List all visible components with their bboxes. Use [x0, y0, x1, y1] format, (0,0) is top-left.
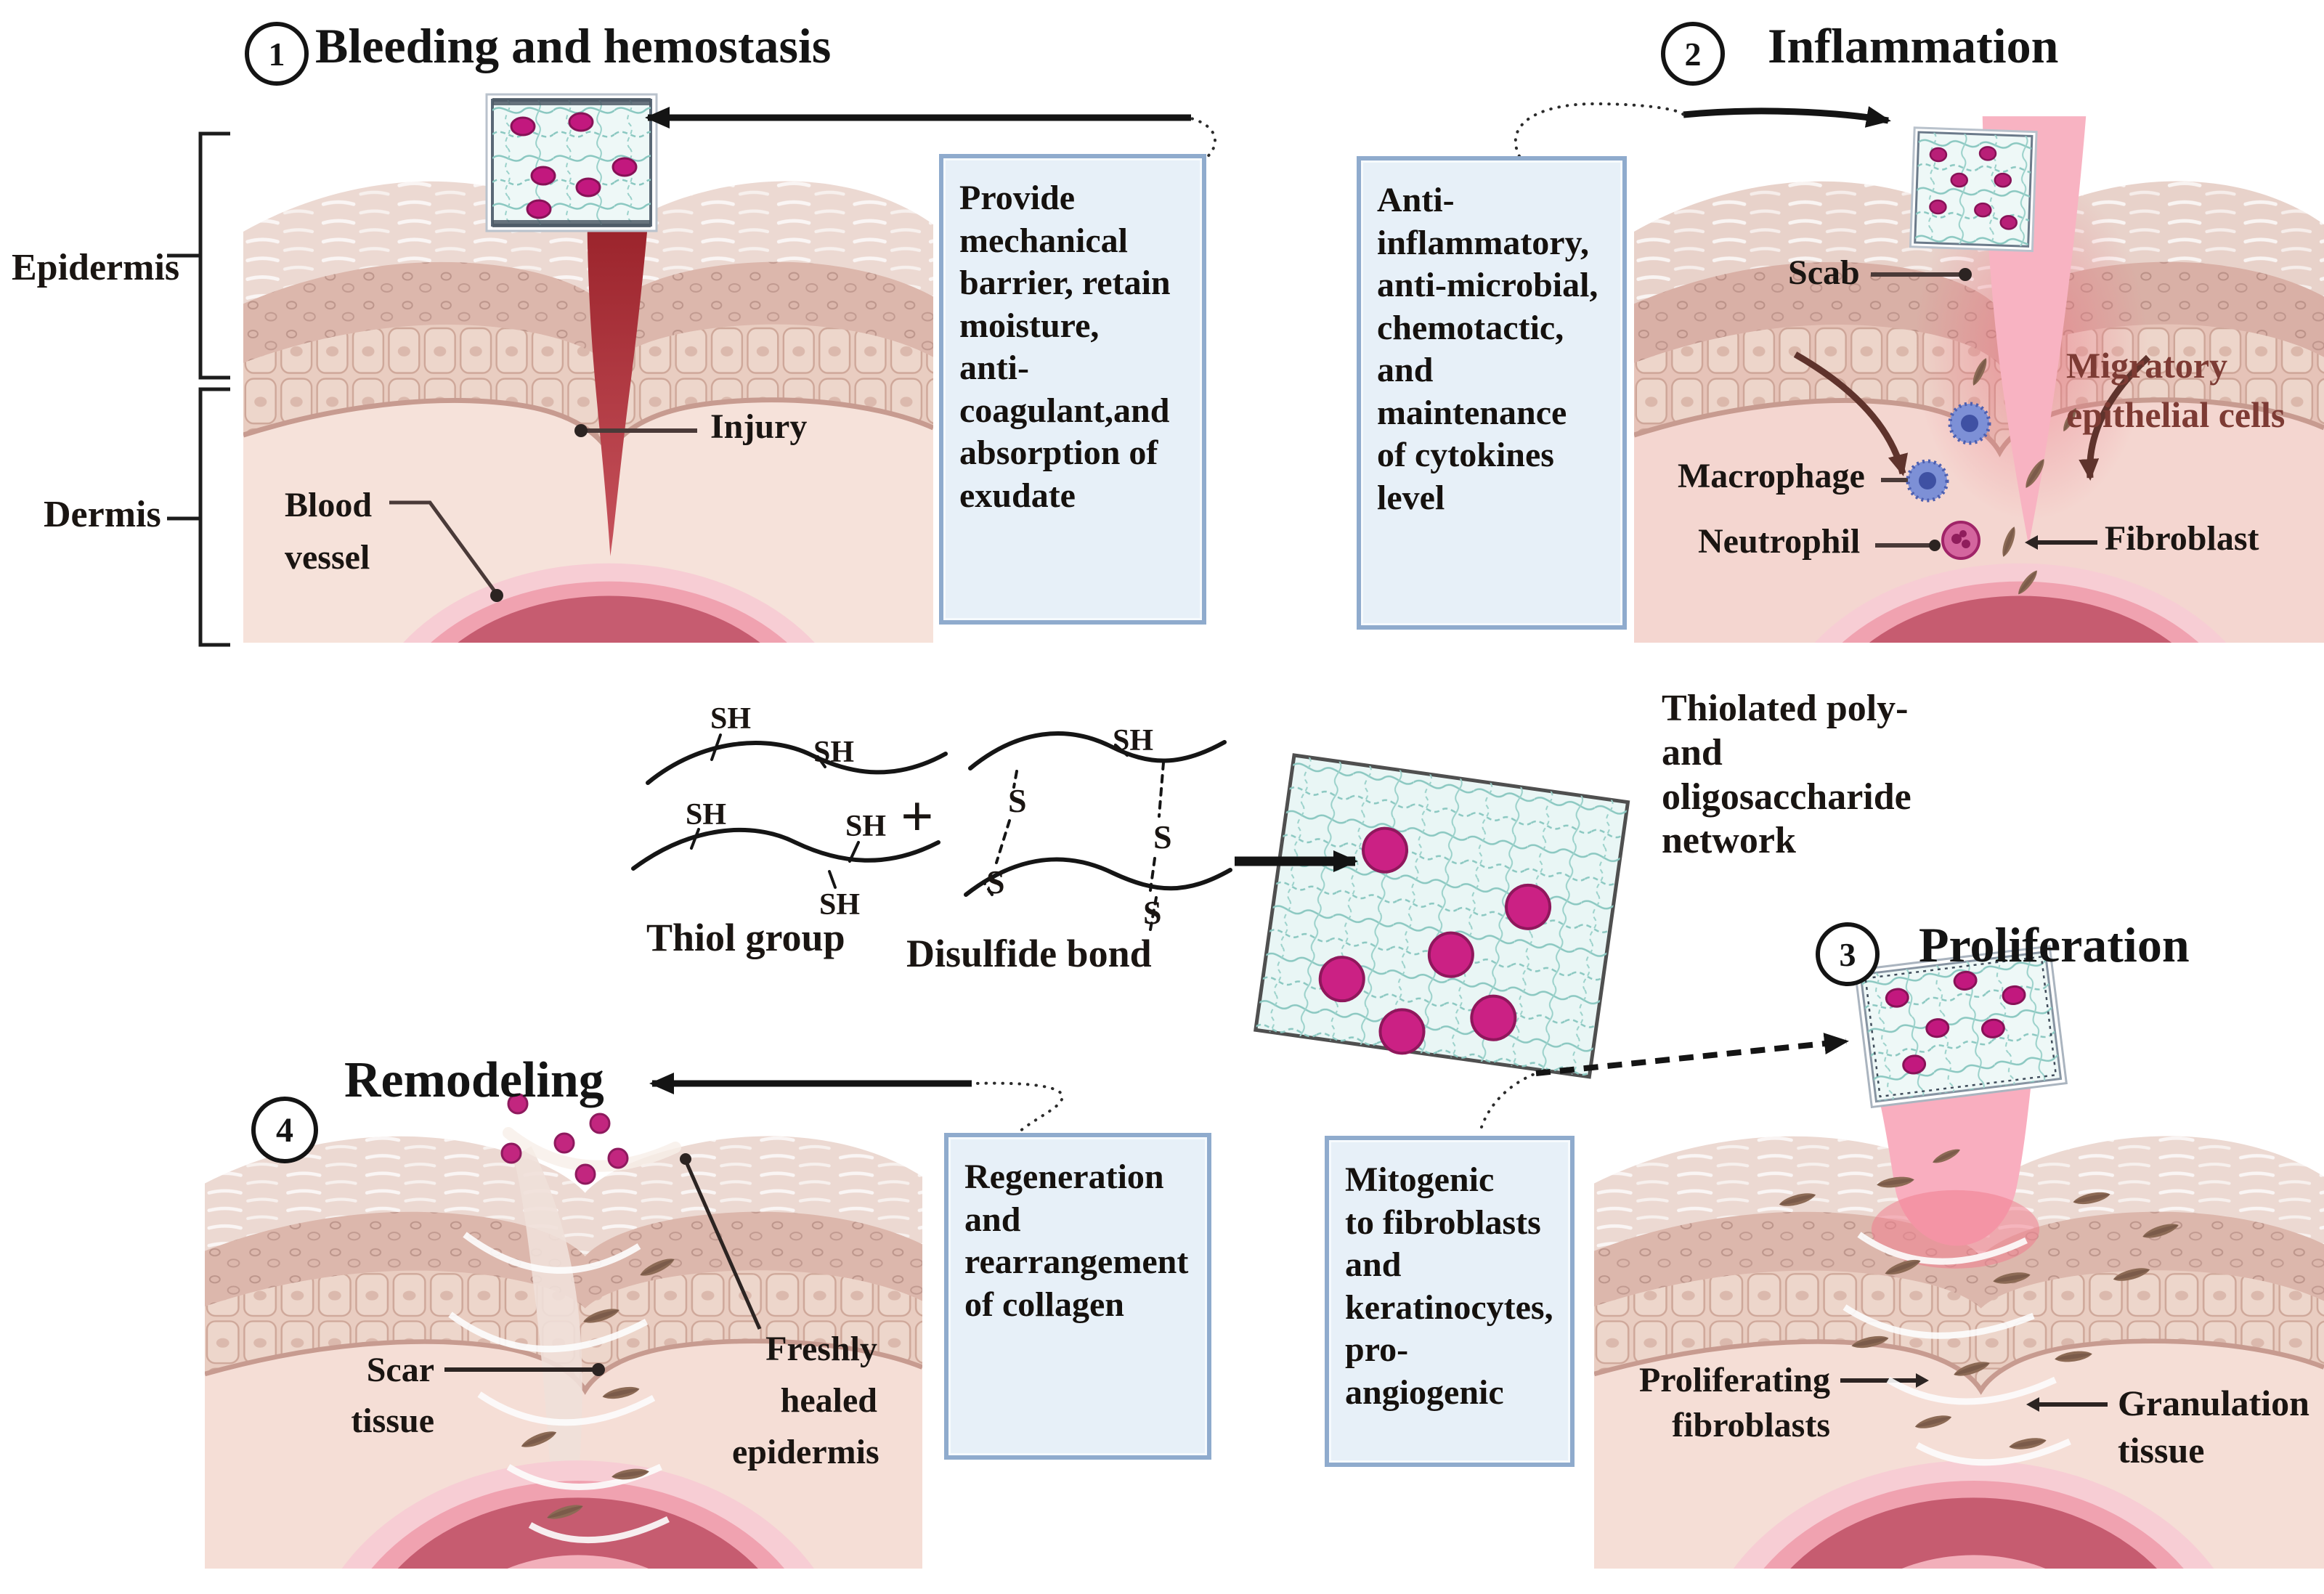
sh-label-2: SH	[813, 736, 855, 769]
injury-label: Injury	[710, 407, 808, 446]
macrophage-label: Macrophage	[1678, 457, 1865, 495]
stage3-title: Proliferation	[1919, 917, 2190, 972]
hemostasis-infobox: Provide mechanical barrier, retain moist…	[939, 154, 1206, 625]
scar-pointer	[444, 1363, 605, 1376]
neutrophil-label: Neutrophil	[1698, 522, 1861, 561]
epidermis-bracket	[167, 131, 230, 380]
sh-label-4: SH	[845, 810, 887, 843]
inflammation-infobox: Anti- inflammatory, anti-microbial, chem…	[1357, 156, 1627, 630]
granulation-tissue-label: Granulation tissue	[2118, 1383, 2309, 1471]
dermis-bracket	[167, 387, 230, 647]
panel-hemostasis-skin	[243, 116, 934, 643]
s-label-4: S	[1143, 894, 1162, 931]
fibroblast-label: Fibroblast	[2105, 519, 2259, 558]
migration-arrows-icon	[1793, 351, 2151, 481]
injury-pointer	[574, 424, 697, 437]
sh-label-1: SH	[710, 702, 752, 736]
thiol-group-label: Thiol group	[646, 916, 845, 959]
stage3-number: 3	[1816, 922, 1880, 986]
network-label: Thiolated poly- and oligosaccharide netw…	[1662, 688, 1911, 862]
scab-pointer	[1871, 268, 1972, 281]
plus-sign: +	[901, 785, 934, 849]
proliferating-pointer	[1840, 1373, 1929, 1388]
freshly-healed-label: Freshly healed epidermis	[732, 1330, 879, 1472]
freshly-healed-pointer	[680, 1153, 762, 1330]
s-label-2: S	[986, 863, 1005, 900]
neutrophil-cell	[1941, 521, 1980, 560]
proliferation-infobox: Mitogenic to fibroblasts and keratinocyt…	[1325, 1136, 1575, 1467]
scar-tissue-label: Scar tissue	[351, 1351, 434, 1440]
dermis-label: Dermis	[44, 494, 161, 535]
stage2-title: Inflammation	[1768, 18, 2059, 73]
thiolated-network-graphic	[1254, 753, 1630, 1079]
fibroblast-pointer	[2025, 535, 2097, 550]
disulfide-chains	[964, 731, 1232, 931]
granulation-streaks	[1842, 1232, 2071, 1466]
s-label-1: S	[1008, 782, 1027, 819]
epidermis-label: Epidermis	[12, 247, 180, 288]
sh-label-6: SH	[1113, 724, 1154, 757]
stage2-number: 2	[1661, 22, 1725, 86]
disulfide-bond-label: Disulfide bond	[906, 932, 1152, 975]
blood-vessel-pointer	[389, 500, 503, 602]
stage1-number: 1	[245, 22, 309, 86]
stage4-number: 4	[251, 1097, 318, 1163]
arrow-to-stage1-icon	[645, 107, 1216, 182]
arrow-to-stage4-icon	[649, 1073, 1064, 1136]
blood-vessel-label: Blood vessel	[285, 486, 373, 577]
hydrogel-patch-2	[1909, 126, 2038, 253]
sh-label-5: SH	[819, 888, 861, 922]
sh-label-3: SH	[686, 798, 727, 831]
proliferating-fibroblasts-label: Proliferating fibroblasts	[1638, 1361, 1830, 1445]
arrow-to-stage2-icon	[1514, 102, 1891, 158]
remodeling-infobox: Regeneration and rearrangement of collag…	[944, 1133, 1211, 1460]
neutrophil-pointer	[1875, 540, 1941, 551]
hydrogel-patch-1	[485, 93, 658, 232]
scab-label: Scab	[1788, 253, 1860, 292]
panel-proliferation-skin	[1594, 1075, 2324, 1569]
panel-remodeling-skin	[205, 1136, 923, 1569]
thiol-chains	[631, 733, 948, 889]
arrow-to-stage3-icon	[1480, 1033, 1849, 1129]
migratory-epithelial-label: Migratory epithelial cells	[2066, 345, 2286, 435]
granulation-pointer	[2026, 1397, 2108, 1412]
hydrogel-patch-3	[1853, 945, 2068, 1109]
stage1-title: Bleeding and hemostasis	[315, 18, 832, 73]
s-label-3: S	[1153, 818, 1172, 855]
stage4-title: Remodeling	[344, 1052, 604, 1108]
